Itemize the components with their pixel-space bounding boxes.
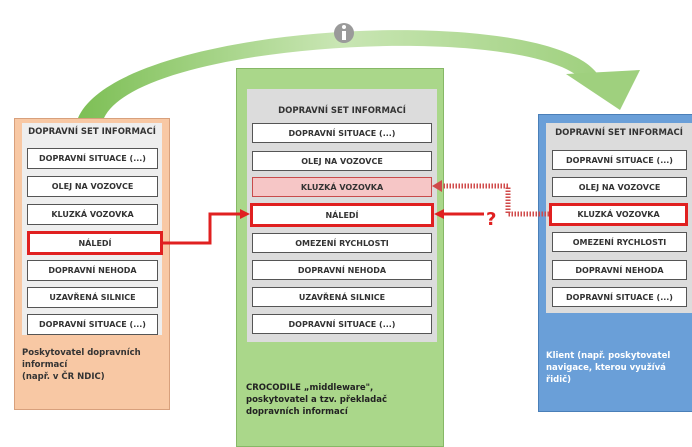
middle-item-olej: OLEJ NA VOZOVCE: [252, 151, 432, 171]
middle-item-naledi-highlight: NÁLEDÍ: [250, 203, 434, 227]
arc-arrowhead: [566, 70, 640, 110]
right-caption: Klient (např. poskytovatel navigace, kte…: [546, 351, 671, 385]
red-forward-arrowhead: [240, 209, 250, 219]
middle-item-uzavrena: UZAVŘENÁ SILNICE: [252, 287, 432, 307]
left-item-dopravni-situace-2: DOPRAVNÍ SITUACE (...): [27, 314, 158, 335]
left-item-kluzka: KLUZKÁ VOZOVKA: [27, 204, 158, 225]
right-item-omezeni: OMEZENÍ RYCHLOSTI: [552, 232, 687, 252]
middle-item-dopravni-situace-2: DOPRAVNÍ SITUACE (...): [252, 314, 432, 334]
red-back-arrowhead: [434, 209, 444, 219]
left-item-uzavrena: UZAVŘENÁ SILNICE: [27, 287, 158, 308]
left-item-nehoda: DOPRAVNÍ NEHODA: [27, 260, 158, 281]
right-item-kluzka-highlight: KLUZKÁ VOZOVKA: [549, 203, 688, 226]
question-mark: ?: [486, 209, 496, 230]
left-item-olej: OLEJ NA VOZOVCE: [27, 176, 158, 197]
right-item-dopravni-situace: DOPRAVNÍ SITUACE (...): [552, 150, 687, 170]
arc-band: [78, 30, 600, 118]
pink-back-arrowhead: [432, 180, 442, 192]
pink-back-arrow: [440, 183, 549, 217]
red-forward-arrow: [163, 212, 242, 245]
left-item-naledi-highlight: NÁLEDÍ: [27, 231, 163, 255]
right-item-olej: OLEJ NA VOZOVCE: [552, 177, 687, 197]
right-item-nehoda: DOPRAVNÍ NEHODA: [552, 260, 687, 280]
middle-item-dopravni-situace: DOPRAVNÍ SITUACE (...): [252, 123, 432, 143]
info-icon: [334, 23, 354, 43]
middle-set-header: DOPRAVNÍ SET INFORMACÍ: [278, 106, 406, 116]
middle-caption: CROCODILE „middleware", poskytovatel a t…: [246, 383, 388, 417]
right-item-dopravni-situace-2: DOPRAVNÍ SITUACE (...): [552, 287, 687, 307]
left-item-dopravni-situace: DOPRAVNÍ SITUACE (...): [27, 148, 158, 169]
middle-item-omezeni: OMEZENÍ RYCHLOSTI: [252, 233, 432, 253]
right-set-header: DOPRAVNÍ SET INFORMACÍ: [555, 128, 683, 138]
left-set-header: DOPRAVNÍ SET INFORMACÍ: [28, 127, 156, 137]
middle-item-nehoda: DOPRAVNÍ NEHODA: [252, 260, 432, 280]
left-caption: Poskytovatel dopravních informací (např.…: [22, 348, 141, 382]
middle-item-kluzka-pink: KLUZKÁ VOZOVKA: [252, 177, 432, 197]
